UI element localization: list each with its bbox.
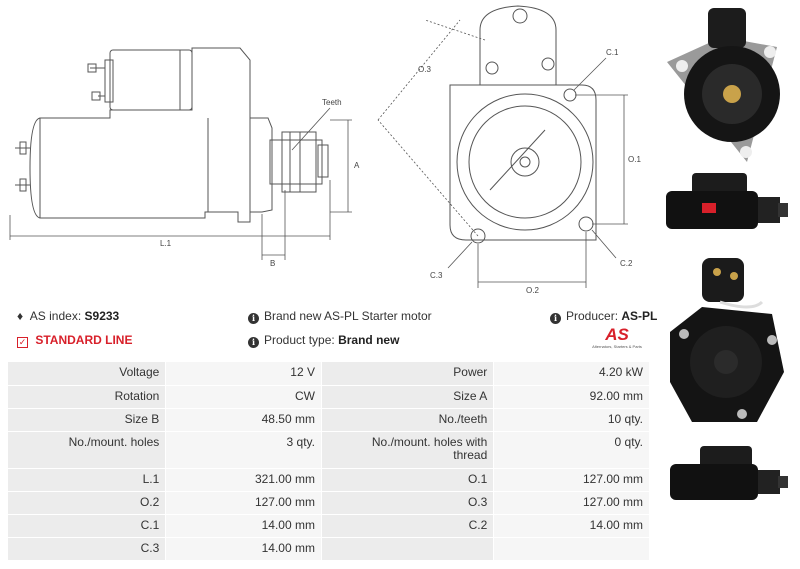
spec-key: No./mount. holes (8, 431, 167, 469)
spec-key: Size A (321, 385, 495, 409)
description-text: Brand new AS-PL Starter motor (264, 309, 432, 323)
producer-value: AS-PL (621, 309, 658, 323)
table-row: No./mount. holes 3 qty. No./mount. holes… (8, 431, 650, 469)
spec-key: L.1 (8, 468, 167, 492)
table-row: O.2 127.00 mm O.3 127.00 mm (8, 491, 650, 515)
table-row: C.3 14.00 mm (8, 537, 650, 561)
dimension-o3-label: O.3 (418, 65, 431, 74)
table-row: L.1 321.00 mm O.1 127.00 mm (8, 468, 650, 492)
spec-value: 321.00 mm (165, 468, 322, 492)
table-row: C.1 14.00 mm C.2 14.00 mm (8, 514, 650, 538)
standard-line-label: STANDARD LINE (35, 333, 133, 347)
side-view-drawing: Teeth A L.1 B (9, 47, 360, 268)
product-photo-angle (670, 258, 784, 422)
table-row: Voltage 12 V Power 4.20 kW (8, 362, 650, 386)
spec-key: O.3 (321, 491, 495, 515)
table-row: Rotation CW Size A 92.00 mm (8, 385, 650, 409)
spec-key: C.2 (321, 514, 495, 538)
spec-key: C.1 (8, 514, 167, 538)
spec-value: 127.00 mm (165, 491, 322, 515)
spec-key: Size B (8, 408, 167, 432)
dimension-l1-label: L.1 (160, 239, 172, 248)
tag-icon: ♦ (17, 309, 24, 323)
spec-value: 12 V (165, 362, 322, 386)
spec-key: Voltage (8, 362, 167, 386)
spec-key: O.2 (8, 491, 167, 515)
producer-logo: AS Alternators, Starters & Parts (586, 325, 648, 350)
spec-value: 127.00 mm (493, 491, 650, 515)
as-index-value: S9233 (84, 309, 120, 323)
logo-tagline: Alternators, Starters & Parts (592, 344, 642, 349)
standard-line: ✓ STANDARD LINE (17, 333, 132, 348)
spec-key: No./mount. holes with thread (321, 431, 495, 469)
teeth-label: Teeth (322, 98, 342, 107)
dimension-o2-label: O.2 (526, 286, 539, 295)
spec-key: C.3 (8, 537, 167, 561)
spec-table: Voltage 12 V Power 4.20 kW Rotation CW S… (8, 362, 650, 561)
table-row: Size B 48.50 mm No./teeth 10 qty. (8, 408, 650, 432)
info-icon: i (248, 337, 259, 348)
spec-value: 48.50 mm (165, 408, 322, 432)
spec-key: O.1 (321, 468, 495, 492)
spec-value: 0 qty. (493, 431, 650, 469)
spec-key: Power (321, 362, 495, 386)
spec-value: 10 qty. (493, 408, 650, 432)
product-type: i Product type: Brand new (248, 333, 399, 348)
product-type-label: Product type: (264, 333, 335, 347)
info-icon: i (248, 313, 259, 324)
dimension-c1-label: C.1 (606, 48, 619, 57)
dimension-c3-label: C.3 (430, 271, 443, 280)
producer-label: Producer: (566, 309, 619, 323)
as-index-label: AS index: (29, 309, 82, 323)
end-view-drawing: O.3 O.1 O.2 C.1 C.2 C.3 (377, 5, 641, 295)
info-icon: i (550, 313, 561, 324)
spec-value: 92.00 mm (493, 385, 650, 409)
dimension-o1-label: O.1 (628, 155, 641, 164)
spec-value: CW (165, 385, 322, 409)
spec-value: 127.00 mm (493, 468, 650, 492)
dimension-c2-label: C.2 (620, 259, 633, 268)
spec-value: 14.00 mm (165, 537, 322, 561)
dimension-b-label: B (270, 259, 275, 268)
spec-value: 14.00 mm (165, 514, 322, 538)
product-type-value: Brand new (338, 333, 400, 347)
spec-value: 4.20 kW (493, 362, 650, 386)
spec-value: 14.00 mm (493, 514, 650, 538)
logo-mark: AS (605, 325, 629, 344)
dimension-a-label: A (354, 161, 360, 170)
product-photo-side (666, 173, 788, 229)
spec-value (493, 537, 650, 561)
spec-value: 3 qty. (165, 431, 322, 469)
product-description: i Brand new AS-PL Starter motor (248, 309, 432, 324)
producer: i Producer: AS-PL (550, 309, 657, 324)
product-photo-front (667, 8, 780, 162)
spec-key (321, 537, 495, 561)
as-index: ♦ AS index: S9233 (17, 309, 119, 323)
spec-key: Rotation (8, 385, 167, 409)
checkbox-icon: ✓ (17, 337, 28, 348)
spec-key: No./teeth (321, 408, 495, 432)
product-photo-profile (670, 446, 788, 500)
